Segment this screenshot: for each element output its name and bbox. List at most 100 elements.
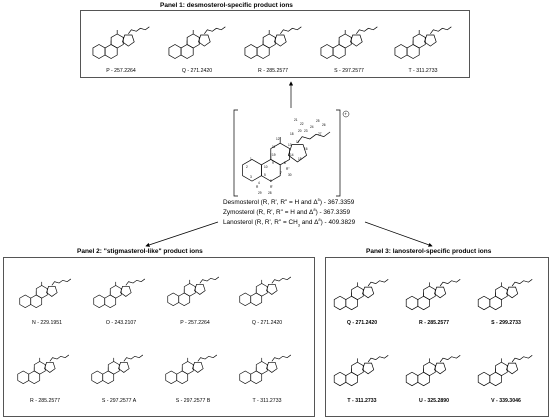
ring-c [181, 361, 194, 375]
ion-label-panel2-0: N - 229.1951 [32, 320, 62, 326]
methyl-groups [255, 279, 263, 293]
methyl-groups [495, 282, 502, 297]
atom-label: 26 [322, 123, 326, 127]
atom-label: 24 [310, 125, 314, 129]
ion-structure-panel2-2 [166, 266, 224, 315]
ion-structure-panel1-0 [91, 15, 155, 68]
atom-label: 8 [284, 161, 286, 165]
ring-c [495, 361, 508, 377]
ion-label-panel1-3: S - 297.2577 [334, 68, 364, 74]
panel-3: Q - 271.2420 R - 285.2577 S - 299.2733 T… [325, 257, 549, 417]
ring-c [109, 285, 122, 299]
caption-desmosterol: Desmosterol (R, R', R" = H and Δ5) - 367… [223, 197, 355, 207]
ion-structure-panel3-3 [332, 344, 394, 395]
arrow-to-panel-2 [145, 221, 219, 247]
methyl-groups [255, 357, 263, 371]
panel-2: N - 229.1951 O - 243.2107 P - 257.2264 Q… [3, 257, 315, 417]
ion-label-panel2-2: P - 257.2264 [180, 320, 210, 326]
atom-label: 19 [272, 153, 276, 157]
ion-structure-panel2-4 [16, 344, 74, 393]
atom-label: 6 [270, 179, 272, 183]
ion-structure-panel2-3 [238, 266, 296, 315]
steroid-skeleton [19, 278, 72, 309]
side-chain [280, 26, 302, 34]
ring-a [239, 292, 252, 307]
ion-label-panel1-1: Q - 271.2420 [181, 68, 213, 74]
ring-c [351, 285, 364, 301]
ion-label-panel3-2: S - 299.2733 [491, 320, 521, 326]
atom-label: 7 [280, 171, 282, 175]
methyl-groups [33, 357, 41, 371]
ring-c [255, 361, 268, 375]
charge-circle [342, 110, 350, 118]
panel-1-title: Panel 1: desmosterol-specific product io… [160, 2, 293, 9]
ring-d [44, 362, 56, 373]
ring-d [274, 34, 287, 47]
steroid-skeleton [320, 26, 378, 59]
ion-label-panel2-7: T - 311.2733 [252, 398, 282, 404]
steroid-skeleton [239, 354, 292, 385]
side-chain [271, 276, 292, 284]
atom-label: 25 [316, 119, 320, 123]
ring-d [46, 286, 58, 297]
methyl-groups [109, 281, 117, 295]
ring-c [423, 361, 436, 377]
side-chain [123, 354, 144, 362]
methyl-groups [423, 282, 430, 297]
ion-label-panel2-3: Q - 271.2420 [251, 320, 283, 326]
ion-structure-panel2-7 [238, 344, 296, 393]
ring-d [287, 144, 307, 163]
ion-structure-panel1-1 [167, 15, 231, 68]
side-chain [356, 26, 378, 34]
steroid-skeleton [405, 355, 461, 387]
methyl-groups [262, 30, 270, 45]
ring-d [192, 362, 204, 373]
atom-label: 10 [264, 165, 268, 169]
ring-a [239, 370, 252, 385]
steroid-skeleton [244, 26, 302, 59]
ion-structure-panel1-3 [319, 15, 383, 68]
atom-label: 23 [304, 129, 308, 133]
side-chain [125, 278, 146, 286]
atom-label: 14 [290, 153, 294, 157]
ring-d [362, 286, 375, 299]
ion-label-panel2-4: R - 285.2577 [30, 398, 60, 404]
atom-label: 9 [272, 161, 274, 165]
atom-label: 5 [264, 173, 266, 177]
ion-label-panel3-1: R - 285.2577 [419, 320, 449, 326]
ring-a [477, 295, 491, 311]
ring-d [350, 34, 363, 47]
ring-d [434, 362, 447, 375]
ring-c [35, 285, 48, 299]
ion-structure-panel2-6 [164, 344, 222, 393]
ion-structure-panel2-5 [90, 344, 148, 393]
side-chain [199, 276, 220, 284]
methyl-groups [351, 282, 358, 297]
steroid-skeleton [165, 354, 218, 385]
side-chain [511, 279, 533, 287]
ion-structure-panel3-2 [476, 268, 538, 319]
side-chain [128, 26, 150, 34]
atom-label: 13 [288, 143, 292, 147]
ring-d [434, 286, 447, 299]
steroid-skeleton [477, 279, 533, 311]
ring-d [118, 362, 130, 373]
ion-structure-panel3-4 [404, 344, 466, 395]
ring-d [266, 362, 278, 373]
ring-d [424, 34, 437, 47]
methyl-groups [270, 136, 281, 160]
ion-structure-panel3-5 [476, 344, 538, 395]
steroid-skeleton [93, 278, 146, 309]
atom-label: 1 [250, 157, 252, 161]
steroid-skeleton [477, 355, 533, 387]
ion-label-panel2-5: S - 297.2577 A [101, 398, 137, 404]
ion-structure-panel2-0 [18, 268, 76, 317]
ring-c [495, 285, 508, 301]
ring-d [506, 286, 519, 299]
ion-label-panel1-4: T - 311.2733 [408, 68, 438, 74]
steroid-skeleton [17, 354, 70, 385]
ring-a [165, 370, 178, 385]
ring-d [362, 362, 375, 375]
